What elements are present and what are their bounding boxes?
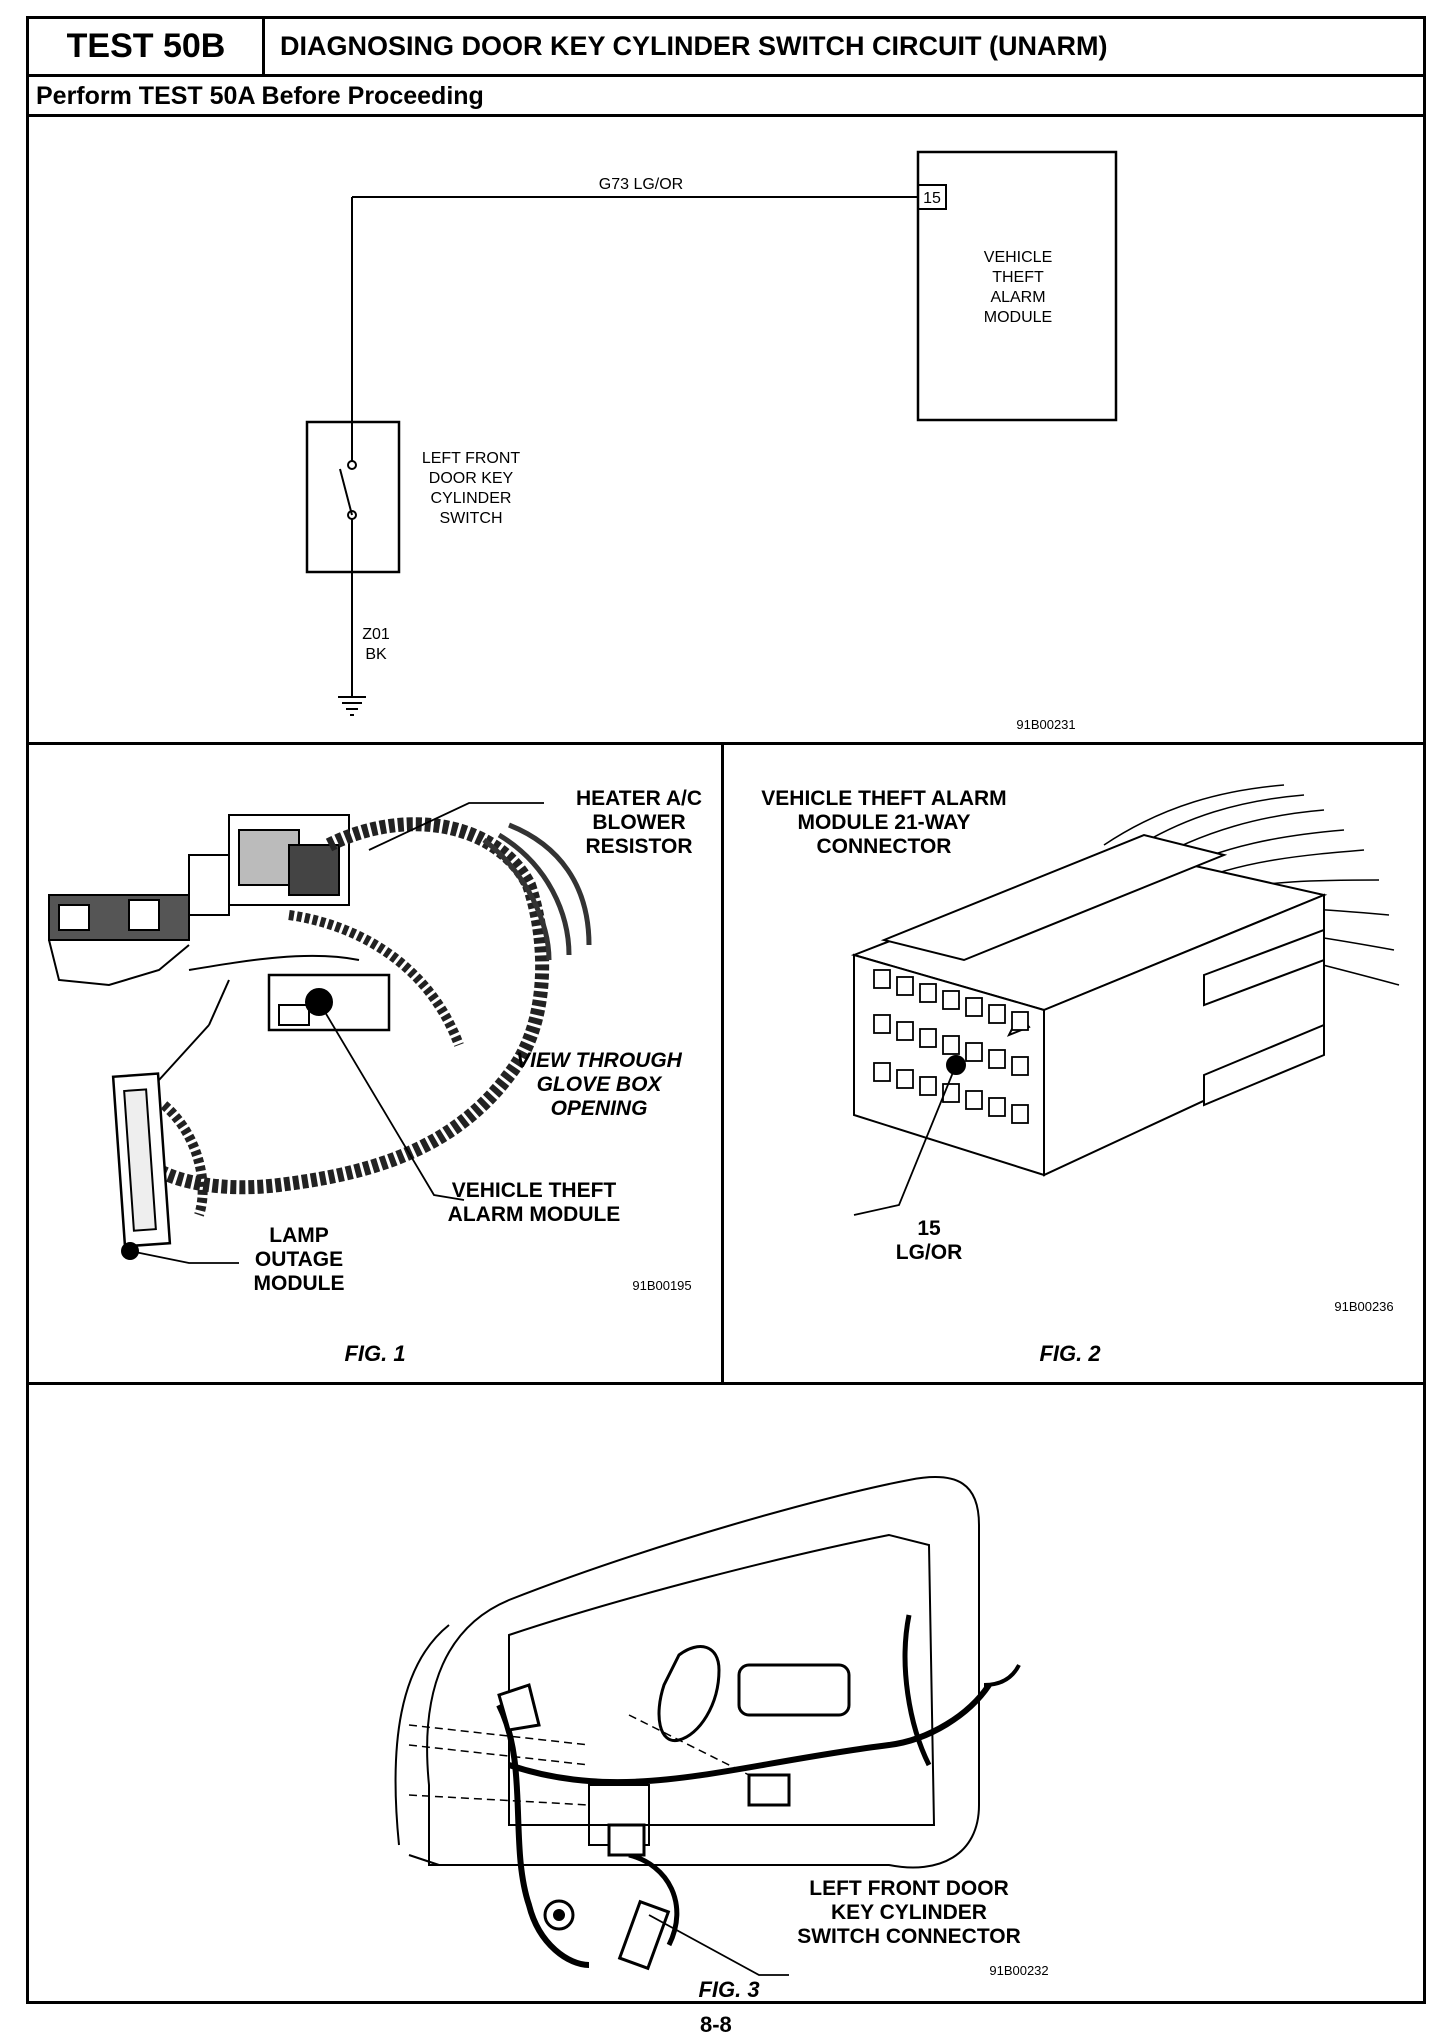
door-panel-illustration	[394, 1476, 1021, 1971]
wiring-schematic: G73 LG/OR 15 VEHICLE THEFT ALARM MODULE …	[305, 150, 1118, 732]
fig3-caption: FIG. 3	[698, 1977, 759, 2001]
callout-heater-line2: BLOWER	[592, 811, 685, 834]
switch-label-line4: SWITCH	[439, 510, 502, 527]
schematic-figure-code: 91B00231	[1016, 717, 1075, 732]
ground-wire-label-line2: BK	[365, 646, 387, 663]
module-label-line1: VEHICLE	[984, 249, 1052, 266]
callout-lamp-line3: MODULE	[254, 1272, 345, 1295]
wire-label-g73: G73 LG/OR	[599, 176, 683, 193]
callout-connector-line3: CONNECTOR	[817, 835, 952, 858]
callout-lamp-line2: OUTAGE	[255, 1248, 343, 1271]
switch-label-line1: LEFT FRONT	[422, 450, 521, 467]
fig3-leader-line	[648, 1914, 789, 1976]
page-title: DIAGNOSING DOOR KEY CYLINDER SWITCH CIRC…	[280, 30, 1108, 61]
prerequisite-note: Perform TEST 50A Before Proceeding	[36, 81, 484, 110]
fig2-caption: FIG. 2	[1039, 1341, 1101, 1366]
callout-lamp-line1: LAMP	[269, 1224, 329, 1247]
pin-15-box	[917, 184, 947, 210]
fig-column-divider	[721, 742, 724, 1384]
callout-view-line3: OPENING	[551, 1097, 648, 1120]
fig3-figure-code: 91B00232	[989, 1963, 1048, 1978]
callout-switch-line3: SWITCH CONNECTOR	[797, 1925, 1021, 1948]
fig1-panel: HEATER A/C BLOWER RESISTOR VIEW THROUGH …	[48, 787, 702, 1366]
module-label-line3: ALARM	[990, 289, 1045, 306]
callout-switch-line1: LEFT FRONT DOOR	[809, 1877, 1008, 1900]
callout-alarm-line1: VEHICLE THEFT	[452, 1179, 617, 1202]
alarm-module-box	[916, 150, 1118, 422]
fig3-panel: LEFT FRONT DOOR KEY CYLINDER SWITCH CONN…	[394, 1476, 1049, 2001]
subtitle-divider	[26, 114, 1426, 117]
ground-symbol	[338, 696, 366, 716]
page-number: 8-8	[700, 2012, 732, 2034]
switch-label-line2: DOOR KEY	[429, 470, 514, 487]
header-id-divider	[262, 16, 265, 76]
callout-switch-line2: KEY CYLINDER	[831, 1901, 987, 1924]
callout-alarm-line2: ALARM MODULE	[448, 1203, 621, 1226]
callout-heater-line3: RESISTOR	[586, 835, 693, 858]
schematic-divider	[26, 742, 1426, 745]
fig-row-divider	[26, 1382, 1426, 1385]
switch-label-line3: CYLINDER	[431, 490, 512, 507]
connector-illustration	[850, 784, 1400, 1177]
dash-harness-illustration	[48, 814, 592, 1260]
callout-connector-line1: VEHICLE THEFT ALARM	[761, 787, 1006, 810]
page-frame	[26, 16, 1426, 2004]
module-label-line4: MODULE	[984, 309, 1052, 326]
fig2-figure-code: 91B00236	[1334, 1299, 1393, 1314]
callout-pin-line1: 15	[917, 1217, 941, 1240]
fig1-figure-code: 91B00195	[632, 1278, 691, 1293]
ground-wire-label-line1: Z01	[362, 626, 390, 643]
callout-connector-line2: MODULE 21-WAY	[797, 811, 970, 834]
header-divider	[26, 74, 1426, 77]
fig1-caption: FIG. 1	[344, 1341, 405, 1366]
test-id: TEST 50B	[66, 26, 226, 65]
callout-heater-line1: HEATER A/C	[576, 787, 702, 810]
fig2-leader-line	[853, 1064, 957, 1216]
module-label-line2: THEFT	[992, 269, 1044, 286]
fig2-panel: VEHICLE THEFT ALARM MODULE 21-WAY CONNEC…	[761, 784, 1400, 1366]
pin-number: 15	[923, 190, 941, 207]
fig1-leader-lines	[129, 802, 544, 1264]
callout-view-line2: GLOVE BOX	[537, 1073, 664, 1096]
callout-pin-line2: LG/OR	[896, 1241, 963, 1264]
callout-view-line1: VIEW THROUGH	[516, 1049, 682, 1072]
